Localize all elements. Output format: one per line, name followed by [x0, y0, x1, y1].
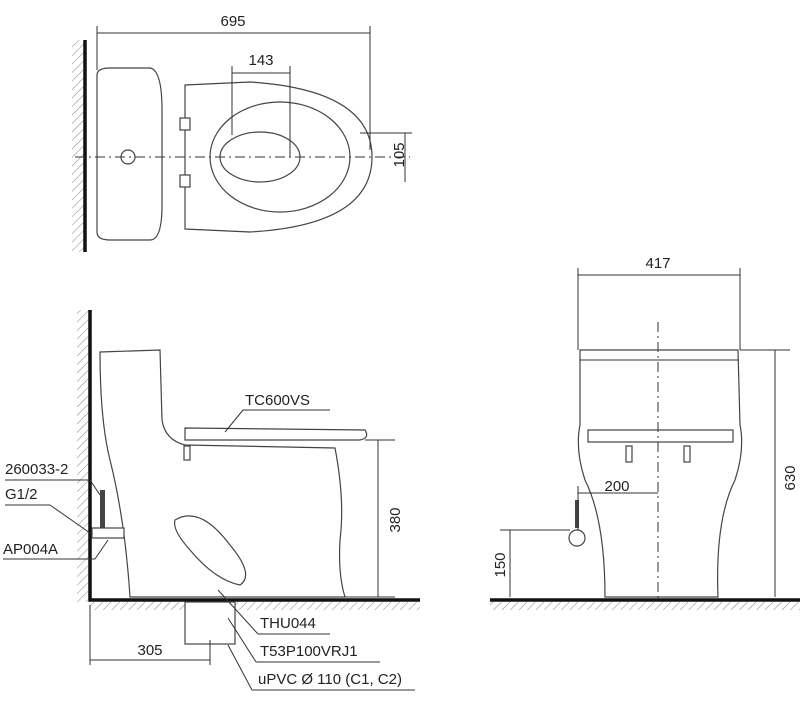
dim-length: 695	[220, 13, 245, 30]
seat-side	[184, 427, 368, 441]
label-seat: TC600VS	[245, 392, 310, 409]
toilet-body-front	[577, 349, 743, 598]
label-pipe-spec: uPVC Ø 110 (C1, C2)	[258, 671, 402, 688]
dim-outlet: 143	[248, 52, 273, 69]
label-thread: G1/2	[5, 486, 38, 503]
wall-floor	[88, 310, 420, 602]
toilet-body-side	[99, 349, 346, 598]
label-hose: AP004A	[3, 541, 58, 558]
hinge-icon	[179, 174, 191, 188]
dim-height: 630	[782, 465, 799, 490]
drain-pipe	[184, 601, 236, 645]
trapway	[173, 515, 247, 586]
dim-width: 417	[645, 255, 670, 272]
side-view: TC600VS 260033-2 G1/2 AP004A 380 305 THU…	[3, 310, 420, 691]
dim-offset: 105	[391, 142, 408, 167]
label-pipe-part: T53P100VRJ1	[260, 643, 358, 660]
dim-rough-in: 305	[137, 642, 162, 659]
label-flange: THU044	[260, 615, 316, 632]
front-view: 417 630 200 150	[490, 255, 800, 610]
wall-hatch	[72, 40, 84, 252]
valve-icon	[568, 529, 586, 547]
floor-hatch	[490, 602, 800, 610]
angle-valve	[91, 527, 125, 539]
dim-supply-offset: 200	[604, 478, 629, 495]
dim-supply-height: 150	[492, 552, 509, 577]
bolt-icon	[683, 445, 691, 463]
top-view: 695 143 105	[72, 13, 412, 252]
wall-hatch	[77, 310, 89, 602]
floor-hatch	[90, 602, 420, 610]
label-valve: 260033-2	[5, 461, 68, 478]
hose	[575, 500, 579, 528]
seat-front	[587, 429, 734, 443]
dim-seat-height: 380	[387, 507, 404, 532]
bolt-icon	[183, 445, 191, 461]
hose	[100, 490, 105, 530]
hinge-icon	[179, 117, 191, 131]
bolt-icon	[625, 445, 633, 463]
